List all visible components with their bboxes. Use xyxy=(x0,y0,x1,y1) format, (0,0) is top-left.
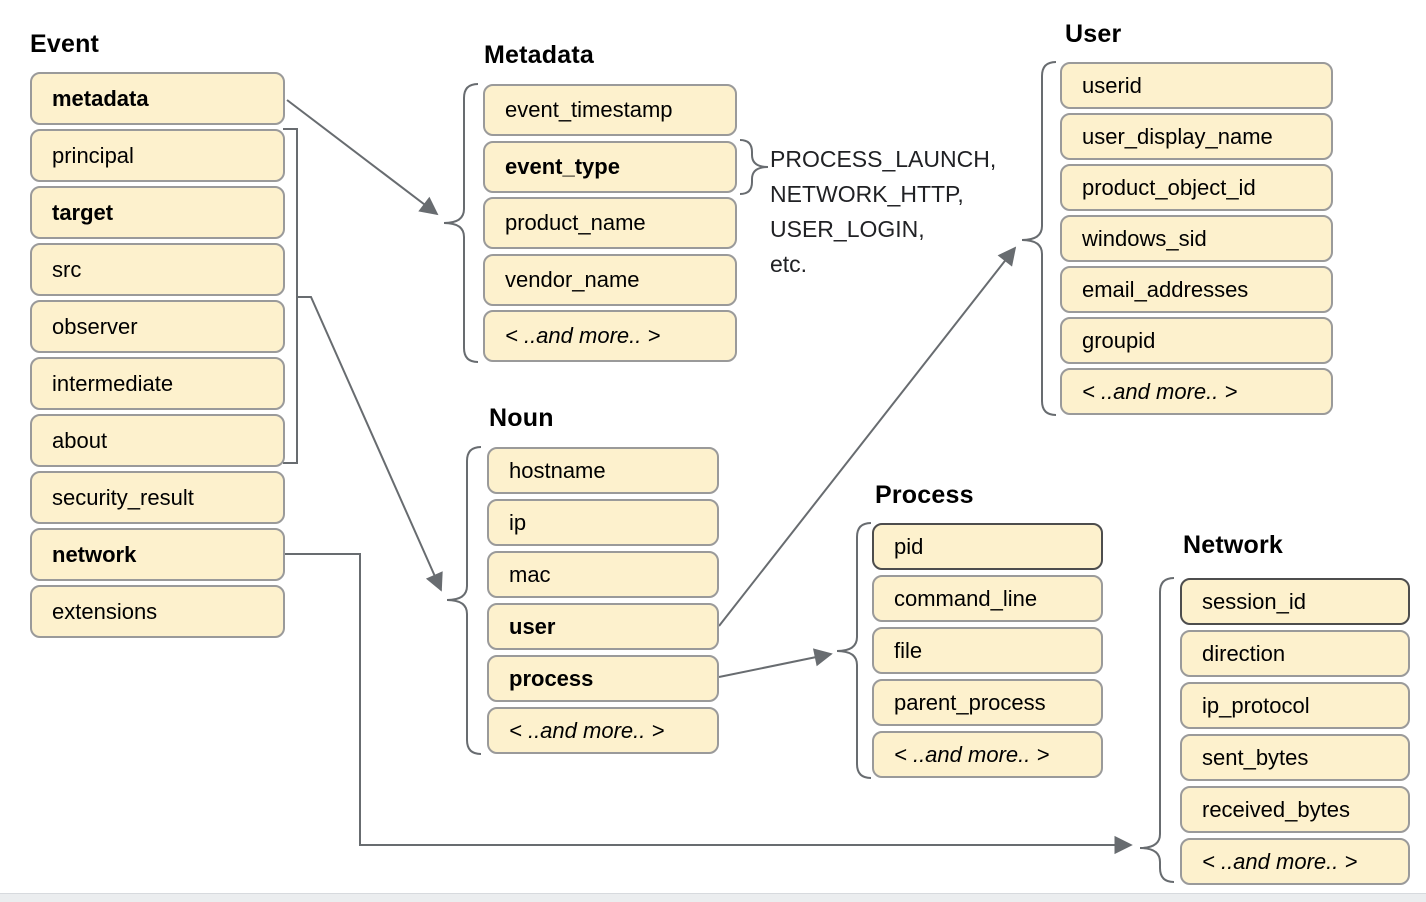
group-title-metadata: Metadata xyxy=(484,41,594,69)
field-box-metadata-product_name: product_name xyxy=(483,197,737,249)
field-box-user-windows_sid: windows_sid xyxy=(1060,215,1333,262)
field-box-event-intermediate: intermediate xyxy=(30,357,285,410)
field-box-noun-user: user xyxy=(487,603,719,650)
user-group-brace xyxy=(1021,61,1057,416)
annotation-line: USER_LOGIN, xyxy=(770,216,925,242)
page-bottom-strip xyxy=(0,893,1426,902)
field-box-event-observer: observer xyxy=(30,300,285,353)
metadata-group-brace xyxy=(443,83,479,363)
field-box-network-direction: direction xyxy=(1180,630,1410,677)
noun-group-brace xyxy=(446,446,482,755)
arrow-metadata-to-metadata-group xyxy=(286,99,439,216)
group-title-event: Event xyxy=(30,30,100,58)
group-title-network: Network xyxy=(1183,531,1284,559)
field-box-network-ip_protocol: ip_protocol xyxy=(1180,682,1410,729)
network-group-brace xyxy=(1139,577,1175,883)
field-box-user-userid: userid xyxy=(1060,62,1333,109)
group-title-user: User xyxy=(1065,20,1122,48)
group-title-process: Process xyxy=(875,481,974,509)
field-box-metadata-andmore: < ..and more.. > xyxy=(483,310,737,362)
field-box-process-pid: pid xyxy=(872,523,1103,570)
annotation-line: PROCESS_LAUNCH, xyxy=(770,146,997,172)
field-box-noun-ip: ip xyxy=(487,499,719,546)
field-box-noun-process: process xyxy=(487,655,719,702)
field-box-network-received_bytes: received_bytes xyxy=(1180,786,1410,833)
process-group-brace xyxy=(836,522,872,779)
group-title-noun: Noun xyxy=(489,404,554,432)
field-box-user-user_display_name: user_display_name xyxy=(1060,113,1333,160)
field-box-user-groupid: groupid xyxy=(1060,317,1333,364)
field-box-metadata-event_timestamp: event_timestamp xyxy=(483,84,737,136)
field-box-event-principal: principal xyxy=(30,129,285,182)
annotation-line: NETWORK_HTTP, xyxy=(770,181,964,207)
field-box-noun-andmore: < ..and more.. > xyxy=(487,707,719,754)
field-box-user-email_addresses: email_addresses xyxy=(1060,266,1333,313)
field-box-process-file: file xyxy=(872,627,1103,674)
field-box-event-metadata: metadata xyxy=(30,72,285,125)
field-box-event-network: network xyxy=(30,528,285,581)
arrow-event-bracket-to-noun-group xyxy=(297,296,443,592)
field-box-event-target: target xyxy=(30,186,285,239)
field-box-noun-mac: mac xyxy=(487,551,719,598)
event-type-values-brace xyxy=(739,139,769,195)
event-type-values-annotation: PROCESS_LAUNCH, NETWORK_HTTP, USER_LOGIN… xyxy=(770,142,996,282)
field-box-user-andmore: < ..and more.. > xyxy=(1060,368,1333,415)
event-noun-bracket xyxy=(283,128,298,464)
field-box-noun-hostname: hostname xyxy=(487,447,719,494)
field-box-event-src: src xyxy=(30,243,285,296)
field-box-process-andmore: < ..and more.. > xyxy=(872,731,1103,778)
annotation-line: etc. xyxy=(770,251,808,277)
field-box-event-extensions: extensions xyxy=(30,585,285,638)
field-box-metadata-vendor_name: vendor_name xyxy=(483,254,737,306)
field-box-event-about: about xyxy=(30,414,285,467)
arrow-user-to-user-group xyxy=(718,246,1017,627)
field-box-process-command_line: command_line xyxy=(872,575,1103,622)
field-box-network-sent_bytes: sent_bytes xyxy=(1180,734,1410,781)
field-box-network-andmore: < ..and more.. > xyxy=(1180,838,1410,885)
field-box-metadata-event_type: event_type xyxy=(483,141,737,193)
field-box-network-session_id: session_id xyxy=(1180,578,1410,625)
field-box-event-security_result: security_result xyxy=(30,471,285,524)
field-box-user-product_object_id: product_object_id xyxy=(1060,164,1333,211)
arrow-network-to-network-group xyxy=(285,553,1133,855)
field-box-process-parent_process: parent_process xyxy=(872,679,1103,726)
arrow-process-to-process-group xyxy=(718,648,833,678)
